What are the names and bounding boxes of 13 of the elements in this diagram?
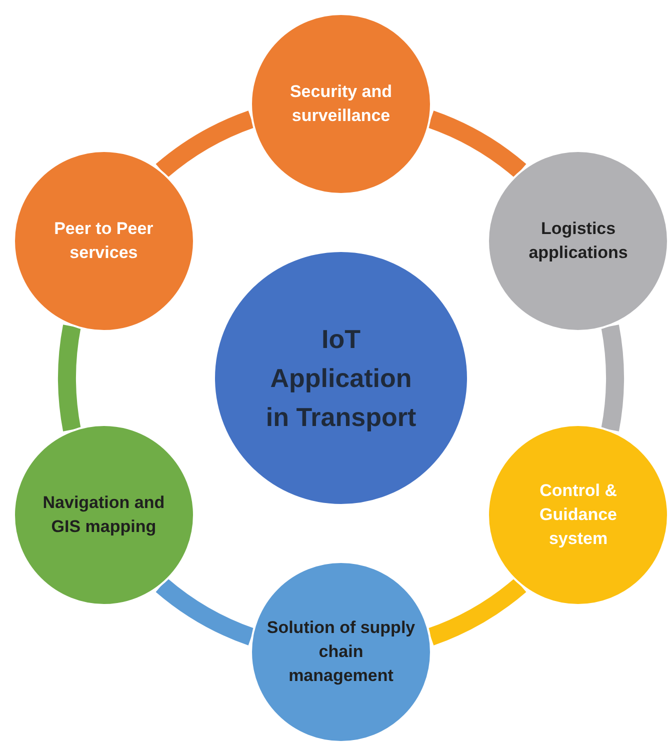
circle-label: IoT Application in Transport — [264, 322, 418, 434]
ring-connector — [427, 110, 526, 178]
circle-label: Peer to Peer services — [53, 218, 154, 264]
ring-connector — [156, 578, 255, 646]
circle-label: Control & Guidance system — [538, 480, 618, 550]
circle-label: Security and surveillance — [288, 81, 394, 127]
circle-label: Solution of supply chain management — [266, 617, 416, 687]
circle-label: Navigation and GIS mapping — [42, 492, 166, 538]
ring-connector — [601, 324, 624, 432]
ring-connector — [427, 578, 526, 646]
circle-label: Logistics applications — [528, 218, 629, 264]
ring-connector — [58, 324, 81, 432]
ring-connector — [156, 110, 255, 178]
